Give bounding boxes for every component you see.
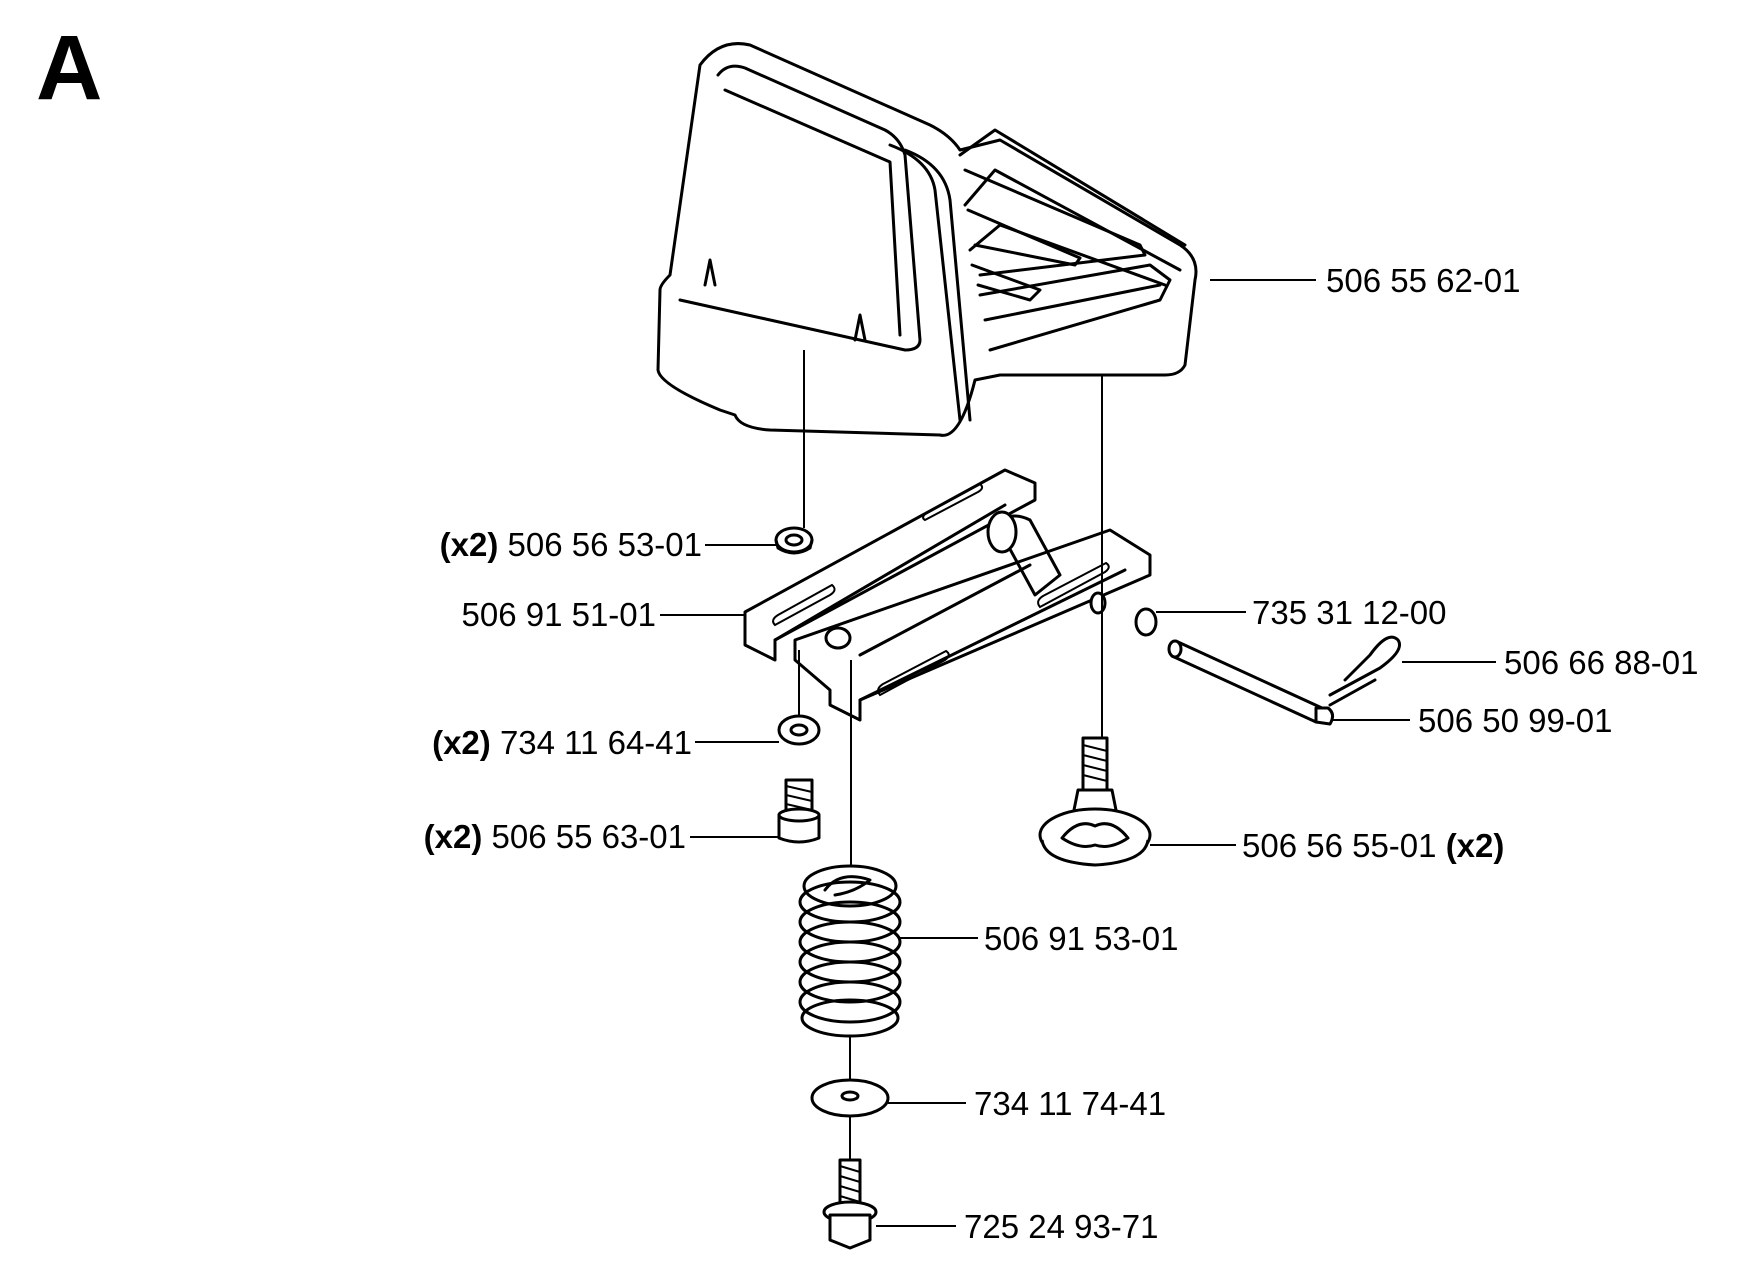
- label-flat-washer: 734 11 74-41: [974, 1087, 1166, 1120]
- part-number: 725 24 93-71: [964, 1208, 1159, 1245]
- hairpin-part: [1328, 635, 1401, 707]
- bolt-part: [777, 778, 821, 844]
- seat-part: [656, 42, 1198, 437]
- part-number: 506 55 63-01: [491, 818, 686, 855]
- label-seat: 506 55 62-01: [1326, 264, 1521, 297]
- part-number: 506 50 99-01: [1418, 702, 1613, 739]
- label-spring: 506 91 53-01: [984, 922, 1179, 955]
- upper-washer-part: [774, 526, 814, 555]
- quantity: (x2): [423, 818, 483, 855]
- label-ring: 735 31 12-00: [1252, 596, 1447, 629]
- label-bracket: 506 91 51-01: [461, 598, 656, 631]
- pin-part: [1167, 639, 1335, 726]
- label-pin: 506 50 99-01: [1418, 704, 1613, 737]
- part-number: 506 55 62-01: [1326, 262, 1521, 299]
- lower-washer-part: [777, 714, 821, 746]
- part-number: 506 91 53-01: [984, 920, 1179, 957]
- flat-washer-part: [810, 1078, 890, 1118]
- assembly-lines: [798, 350, 1103, 1160]
- quantity: (x2): [439, 526, 499, 563]
- quantity: (x2): [432, 724, 491, 761]
- part-number: 506 56 53-01: [507, 526, 702, 563]
- label-flange-bolt: 725 24 93-71: [964, 1210, 1159, 1243]
- label-hairpin: 506 66 88-01: [1504, 646, 1699, 679]
- part-number: 506 66 88-01: [1504, 644, 1699, 681]
- label-knob: 506 56 55-01 (x2): [1242, 829, 1504, 862]
- part-number: 734 11 64-41: [499, 724, 692, 761]
- ring-part: [1134, 607, 1158, 637]
- section-letter: A: [36, 17, 103, 119]
- part-number: 735 31 12-00: [1252, 594, 1447, 631]
- label-lower-washer: (x2) 734 11 64-41: [432, 726, 692, 759]
- label-upper-washer: (x2) 506 56 53-01: [440, 528, 702, 561]
- leader-lines: [660, 279, 1496, 1227]
- spring-part: [798, 864, 902, 1038]
- part-number: 734 11 74-41: [974, 1085, 1167, 1122]
- knob-part: [1038, 736, 1152, 867]
- quantity: (x2): [1445, 827, 1505, 864]
- bracket-part: [743, 468, 1152, 722]
- part-number: 506 91 51-01: [461, 596, 656, 633]
- label-bolt: (x2) 506 55 63-01: [424, 820, 686, 853]
- part-number: 506 56 55-01: [1242, 827, 1437, 864]
- flange-bolt-part: [822, 1158, 878, 1250]
